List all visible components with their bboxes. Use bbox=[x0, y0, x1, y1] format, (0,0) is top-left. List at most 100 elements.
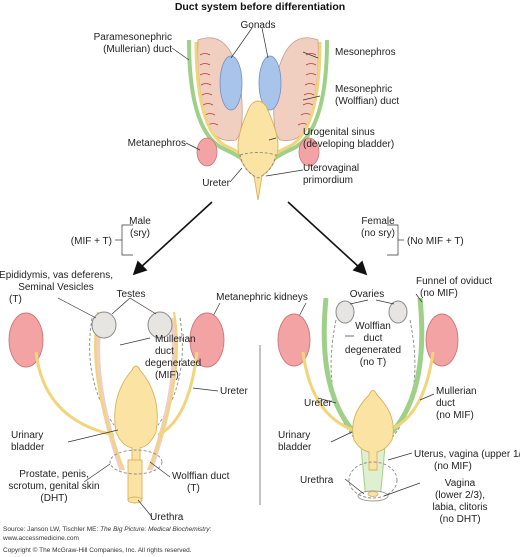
leader-funnel bbox=[415, 293, 423, 303]
leader-testes bbox=[111, 297, 131, 315]
label-uterovaginal-2: primordium bbox=[303, 175, 353, 186]
label-male-ureter: Ureter bbox=[220, 386, 248, 397]
label-female-wolffian-4: (no T) bbox=[360, 357, 387, 368]
label-prostate-3: (DHT) bbox=[40, 493, 67, 504]
label-funnel-1: Funnel of oviduct bbox=[416, 276, 492, 287]
leader-female-mullerian bbox=[419, 393, 435, 401]
female-condition-bracket: Female (no sry) (No MIF + T) bbox=[361, 216, 464, 256]
male-ureter-right bbox=[157, 351, 199, 437]
female-labia-outline bbox=[348, 461, 398, 499]
label-testes: Testes bbox=[117, 289, 146, 300]
label-epididymis-2: Seminal Vesicles bbox=[18, 282, 94, 293]
copyright: Copyright © The McGraw-Hill Companies, I… bbox=[3, 546, 192, 554]
label-female-mullerian-2: duct bbox=[436, 398, 455, 409]
label-metanephros: Metanephros bbox=[128, 138, 186, 149]
ovary-left bbox=[335, 300, 355, 324]
label-male-bladder-2: bladder bbox=[11, 442, 45, 453]
female-ureter-left bbox=[301, 351, 361, 434]
label-prostate-1: Prostate, penis, bbox=[19, 469, 88, 480]
label-male-mullerian-2: duct bbox=[155, 346, 174, 357]
female-condition: (No MIF + T) bbox=[407, 236, 464, 247]
female-development: Ovaries Funnel of oviduct (no MIF) Wolff… bbox=[277, 276, 520, 525]
label-vagina-3: labia, clitoris bbox=[432, 502, 487, 513]
label-female-mullerian-3: (no MIF) bbox=[436, 410, 474, 421]
gonad-left bbox=[219, 55, 243, 111]
label-female-wolffian-3: degenerated bbox=[345, 345, 401, 356]
label-epididymis-3: (T) bbox=[9, 294, 22, 305]
testis-right bbox=[147, 311, 173, 339]
ovary-right bbox=[388, 300, 408, 324]
female-head-2: (no sry) bbox=[361, 228, 395, 239]
label-paramesonephric-1: Paramesonephric bbox=[94, 32, 172, 43]
source-title: The Big Picture: Medical Biochemistry bbox=[100, 526, 210, 533]
leader-female-ureter bbox=[317, 397, 337, 404]
male-ureter-left bbox=[34, 351, 115, 437]
leader-ovaries-2 bbox=[375, 299, 395, 305]
label-gonads: Gonads bbox=[240, 20, 275, 31]
male-kidney-left bbox=[8, 312, 44, 368]
leader-female-bladder bbox=[330, 431, 353, 443]
metanephros-left bbox=[196, 137, 218, 167]
branch-arrows bbox=[132, 201, 368, 276]
label-male-wolffian-2: (T) bbox=[187, 483, 200, 494]
male-urethra-tip bbox=[127, 496, 143, 504]
leader-female-urethra bbox=[344, 478, 365, 495]
label-funnel-2: (no MIF) bbox=[420, 288, 458, 299]
male-kidney-right bbox=[189, 312, 225, 368]
label-paramesonephric-2: (Mullerian) duct bbox=[103, 44, 172, 55]
undifferentiated-duct-system: Gonads Paramesonephric (Mullerian) duct … bbox=[94, 20, 399, 201]
source-prefix: Source: Janson LW, Tischler ME: bbox=[3, 526, 100, 533]
label-uterus-1: Uterus, vagina (upper 1/3) bbox=[414, 449, 520, 460]
label-mesonephric-1: Mesonephric bbox=[335, 84, 392, 95]
gonad-right bbox=[258, 55, 282, 111]
label-female-bladder-2: bladder bbox=[278, 442, 312, 453]
leader-vagina bbox=[383, 482, 421, 497]
label-mesonephros: Mesonephros bbox=[335, 47, 396, 58]
label-male-mullerian-1: Mulleriаn bbox=[155, 334, 196, 345]
label-uterovaginal-1: Uterovaginal bbox=[303, 163, 359, 174]
male-condition-bracket: Male (sry) (MIF + T) bbox=[71, 216, 151, 256]
male-condition: (MIF + T) bbox=[71, 236, 112, 247]
diagram-title: Duct system before differentiation bbox=[175, 1, 345, 13]
label-female-urethra: Urethra bbox=[300, 475, 334, 486]
label-female-bladder-1: Urinary bbox=[278, 430, 310, 441]
leader-male-bladder bbox=[67, 429, 119, 443]
label-male-urethra: Urethra bbox=[150, 512, 184, 523]
testis-left bbox=[91, 311, 117, 339]
source-line: Source: Janson LW, Tischler ME: The Big … bbox=[3, 526, 212, 533]
label-vagina-4: (no DHT) bbox=[439, 514, 480, 525]
source-url[interactable]: www.accessmedicine.com bbox=[2, 535, 79, 542]
label-uterus-2: (no MIF) bbox=[434, 461, 472, 472]
leader-male-ureter bbox=[192, 387, 219, 392]
leader-male-prostate bbox=[83, 463, 111, 483]
label-male-mullerian-3: degenerated bbox=[145, 358, 201, 369]
label-female-wolffian-1: Wolffian bbox=[355, 321, 391, 332]
male-urinary-bladder bbox=[114, 365, 158, 471]
leader-male-urethra bbox=[137, 499, 153, 518]
footer: Source: Janson LW, Tischler ME: The Big … bbox=[2, 526, 212, 554]
label-male-wolffian-1: Wolffian duct bbox=[172, 471, 230, 482]
male-development: Epididymis, vas deferens, Seminal Vesicl… bbox=[0, 270, 248, 523]
label-prostate-2: scrotum, genital skin bbox=[8, 481, 99, 492]
label-ovaries: Ovaries bbox=[350, 289, 384, 300]
top-leader-lines bbox=[171, 27, 321, 183]
label-epididymis-1: Epididymis, vas deferens, bbox=[0, 270, 113, 281]
label-vagina-1: Vagina bbox=[445, 478, 476, 489]
label-male-mullerian-4: (MIF) bbox=[155, 370, 179, 381]
female-mullerian-right bbox=[382, 297, 425, 442]
label-metanephric-kidneys: Metanephric kidneys bbox=[216, 292, 308, 303]
label-vagina-2: (lower 2/3), bbox=[435, 490, 485, 501]
female-head-1: Female bbox=[361, 216, 395, 227]
label-female-mullerian-1: Mullerian bbox=[436, 386, 477, 397]
leader-ovaries bbox=[349, 299, 369, 305]
uterovaginal-primordium-outline bbox=[239, 152, 277, 179]
label-male-bladder-1: Urinary bbox=[11, 430, 43, 441]
urogenital-sinus bbox=[237, 100, 279, 201]
male-prostate-outline bbox=[109, 449, 163, 475]
leader-male-wolffian bbox=[149, 461, 171, 478]
label-urogenital-1: Urogenital sinus bbox=[303, 127, 375, 138]
leader-epididymis bbox=[57, 297, 97, 319]
label-female-ureter: Ureter bbox=[304, 398, 332, 409]
female-urinary-bladder bbox=[352, 390, 394, 471]
